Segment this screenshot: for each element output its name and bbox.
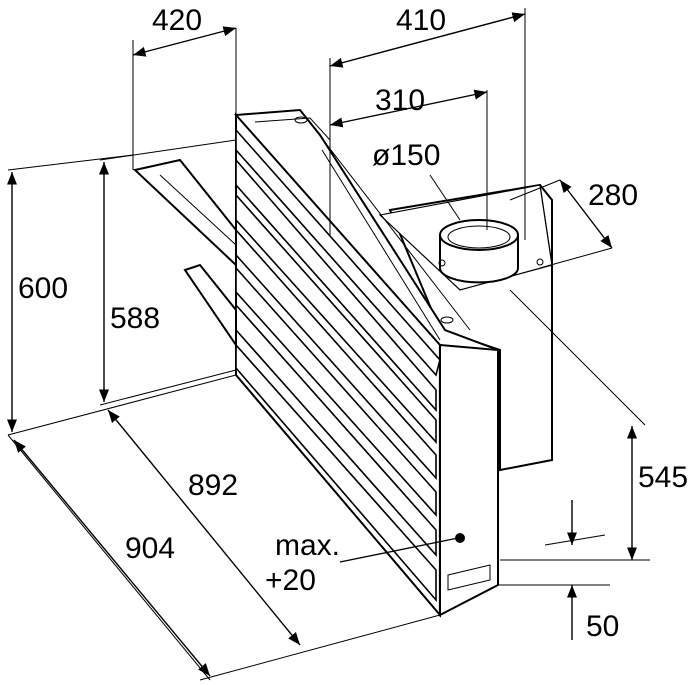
- dim-height-outer: 600: [18, 272, 68, 305]
- left-flaps: [132, 158, 237, 349]
- dim-length-outer: 904: [125, 532, 175, 565]
- dim-length-inner: 892: [188, 469, 238, 502]
- dim-width-top: 420: [152, 4, 202, 37]
- dim-height-inner: 588: [110, 302, 160, 335]
- dim-spigot-depth: 280: [588, 179, 638, 212]
- duct-spigot: [438, 219, 544, 284]
- side-panel: [439, 343, 499, 617]
- dim-depth-to-spigot: 310: [375, 84, 425, 117]
- dimension-lines: [6, 8, 650, 681]
- dim-clearance: 50: [586, 610, 619, 643]
- tolerance-label-line2: +20: [265, 564, 316, 597]
- front-panel: [235, 112, 442, 618]
- dim-spigot-diameter: ø150: [372, 139, 440, 172]
- dimension-labels: 420 410 310 ø150 280 600 588 892 904 545…: [18, 4, 688, 643]
- dim-height-body: 545: [638, 461, 688, 494]
- tolerance-point: [455, 533, 465, 543]
- tolerance-label-line1: max.: [275, 529, 340, 562]
- dim-width-outer: 410: [396, 4, 446, 37]
